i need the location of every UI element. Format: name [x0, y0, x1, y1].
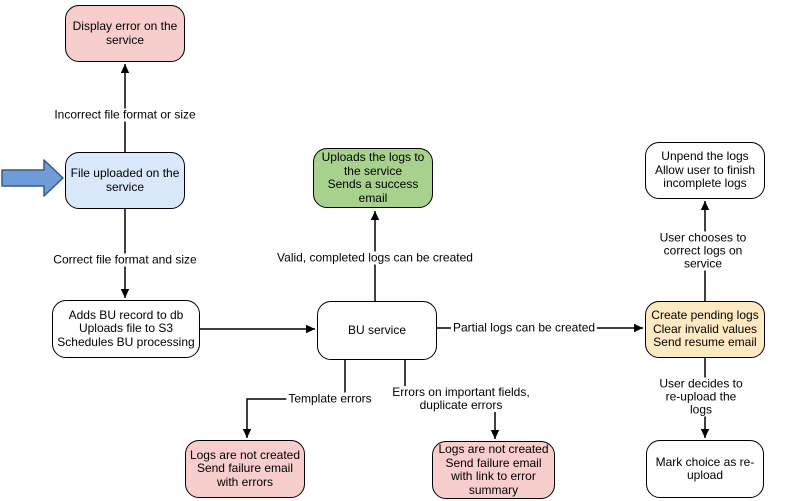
- edge-label-partial-logs: Partial logs can be created: [450, 320, 598, 335]
- node-failure-field-errors: Logs are not created Send failure email …: [432, 441, 555, 499]
- edge-label-valid-logs: Valid, completed logs can be created: [275, 250, 475, 265]
- node-uploads-logs-success: Uploads the logs to the service Sends a …: [313, 148, 433, 208]
- edge-label-field-errors: Errors on important fields, duplicate er…: [390, 385, 532, 412]
- node-file-uploaded: File uploaded on the service: [65, 152, 185, 209]
- edge-label-template-errors: Template errors: [286, 391, 374, 406]
- node-mark-choice-reupload: Mark choice as re- upload: [646, 440, 764, 498]
- node-failure-template-errors: Logs are not created Send failure email …: [185, 440, 305, 498]
- node-display-error: Display error on the service: [65, 5, 185, 62]
- edge-label-correct-format: Correct file format and size: [51, 252, 199, 267]
- node-adds-bu-record: Adds BU record to db Uploads file to S3 …: [52, 300, 200, 358]
- node-bu-service: BU service: [317, 301, 437, 360]
- edge-label-user-decides: User decides to re-upload the logs: [651, 377, 751, 417]
- edge-label-user-chooses: User chooses to correct logs on service: [654, 231, 752, 271]
- node-unpend-logs: Unpend the logs Allow user to finish inc…: [645, 142, 765, 199]
- node-create-pending-logs: Create pending logs Clear invalid values…: [645, 301, 765, 358]
- entry-block-arrow-icon: [1, 159, 64, 197]
- edge-label-incorrect-format: Incorrect file format or size: [52, 107, 198, 122]
